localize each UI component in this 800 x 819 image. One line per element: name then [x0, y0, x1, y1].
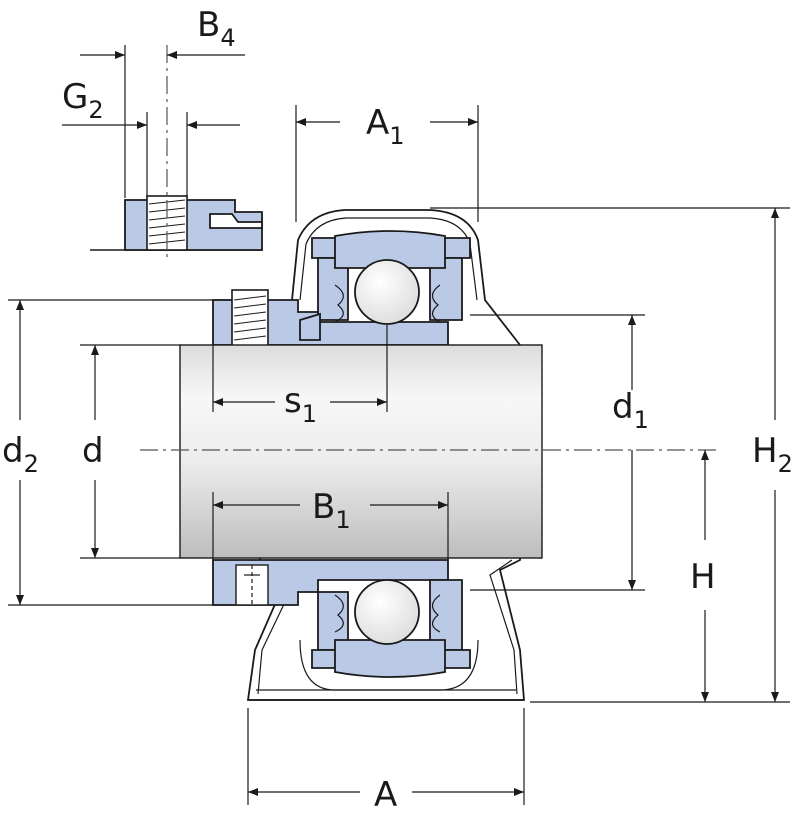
lower-bearing-section	[212, 559, 471, 678]
upper-bearing-section	[212, 230, 471, 347]
label-d1: d1	[612, 387, 649, 434]
ball-lower	[354, 579, 420, 645]
label-s1: s1	[284, 381, 317, 428]
set-screw-thread-upper	[233, 295, 267, 341]
label-H2: H2	[752, 431, 793, 478]
label-B1: B1	[312, 487, 351, 534]
ball-upper	[354, 259, 420, 325]
shaft	[179, 344, 543, 559]
dimension-labels: B4 G2 A1 s1 d1 d2 d H2 B1 H A	[2, 5, 793, 815]
label-B4: B4	[197, 5, 236, 52]
label-d: d	[82, 431, 104, 471]
dimension-lines	[8, 45, 790, 805]
label-H: H	[690, 557, 716, 597]
label-A: A	[374, 775, 397, 815]
detail-inset	[90, 45, 263, 260]
label-G2: G2	[62, 77, 104, 124]
label-d2: d2	[2, 431, 39, 478]
label-A1: A1	[366, 103, 405, 150]
